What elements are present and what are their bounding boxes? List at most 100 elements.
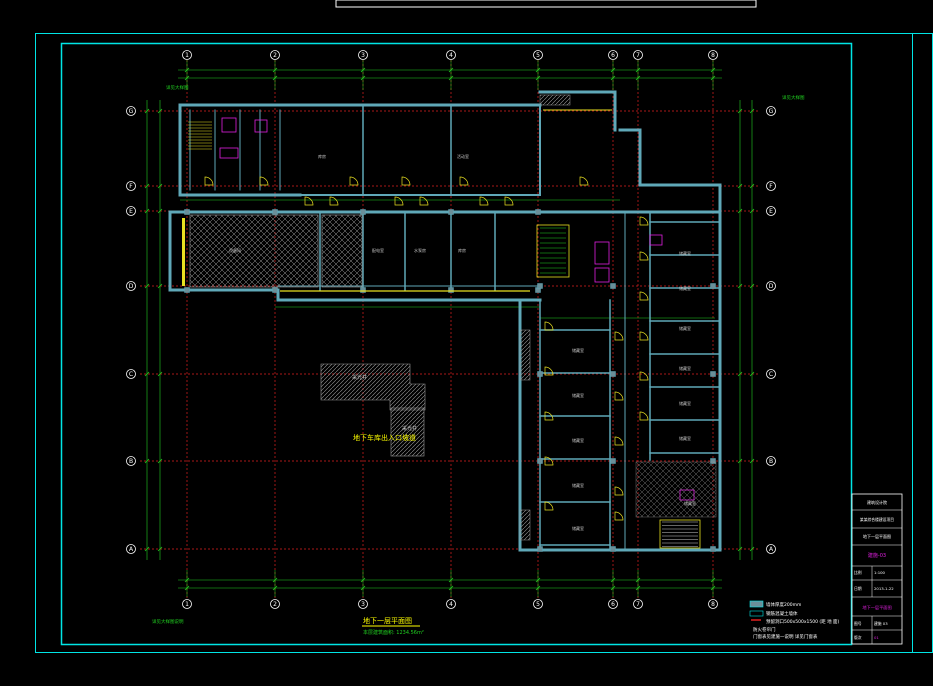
room-label-14: 储藏室 — [679, 365, 691, 371]
shaft-label-1: 采光井 — [352, 374, 367, 381]
dim-tick — [737, 183, 743, 189]
plan-subtitle: 本层建筑面积: 1234.56m² — [363, 629, 424, 636]
door-14 — [544, 501, 554, 511]
axis-bubble-left-G — [126, 106, 136, 116]
door-11 — [544, 366, 554, 376]
column-6 — [448, 209, 454, 215]
dim-tick — [749, 371, 755, 377]
room-label-5: 库房 — [458, 247, 466, 253]
room-label-16: 储藏室 — [679, 435, 691, 441]
door-23 — [639, 331, 649, 341]
tb-sheet: 建施 03 — [874, 621, 888, 626]
door-6 — [394, 196, 404, 206]
dim-tick — [737, 283, 743, 289]
tb-date-label: 日期 — [854, 586, 862, 591]
dim-tick — [157, 546, 163, 552]
dim-tick — [157, 183, 163, 189]
axis-label-right-C: C — [769, 371, 773, 378]
hatch-top — [539, 94, 571, 106]
door-8 — [479, 196, 489, 206]
axis-bubble-top-1 — [182, 50, 192, 60]
door-7 — [419, 196, 429, 206]
column-10 — [537, 283, 543, 289]
axis-label-top-2: 2 — [273, 52, 277, 59]
note-bottom-left: 详见大样图说明 — [152, 618, 184, 625]
door-symbols — [204, 176, 649, 521]
dim-tick — [749, 283, 755, 289]
axis-label-bottom-1: 1 — [185, 601, 189, 608]
tb-scale-label: 比例 — [854, 570, 862, 575]
axis-bubble-bottom-7 — [633, 599, 643, 609]
equipment-box-1 — [254, 119, 268, 133]
dim-tick — [144, 458, 150, 464]
legend-swatch-concrete — [749, 610, 764, 617]
axis-bubble-right-D — [766, 281, 776, 291]
legend-item-2: 钢筋混凝土墙体 — [766, 610, 798, 617]
room-label-12: 储藏室 — [679, 285, 691, 291]
axis-bubble-bottom-8 — [708, 599, 718, 609]
building-walls — [168, 90, 722, 552]
axis-label-right-A: A — [769, 546, 774, 553]
hatch-room-2 — [321, 214, 363, 288]
room-label-9: 储藏室 — [572, 482, 584, 488]
dim-tick — [144, 108, 150, 114]
column-12 — [710, 283, 716, 289]
stair-core-se — [659, 519, 701, 549]
door-16 — [614, 391, 624, 401]
room-label-2: 活动室 — [457, 153, 469, 159]
axis-bubble-right-A — [766, 544, 776, 554]
column-0 — [184, 209, 190, 215]
door-5 — [329, 196, 339, 206]
axis-bubble-right-F — [766, 181, 776, 191]
dim-tick — [737, 371, 743, 377]
dim-tick — [144, 283, 150, 289]
courtyard-label: 地下车库出入口坡道 — [353, 433, 416, 442]
door-15 — [614, 331, 624, 341]
hatched-areas — [182, 94, 717, 541]
door-9 — [504, 196, 514, 206]
yellow-strip — [182, 218, 185, 286]
dim-tick — [157, 458, 163, 464]
dimension-lines — [144, 60, 755, 597]
column-21 — [710, 546, 716, 552]
door-20 — [639, 216, 649, 226]
hatch-col — [519, 329, 531, 381]
dim-tick — [157, 371, 163, 377]
axis-grid-lines — [140, 60, 760, 600]
axis-label-right-F: F — [769, 183, 773, 190]
dim-tick — [157, 208, 163, 214]
room-label-17: 储藏室 — [684, 500, 696, 506]
top-sheet-edge — [335, 0, 757, 8]
dim-tick — [749, 208, 755, 214]
axis-label-top-4: 4 — [449, 52, 453, 59]
door-13 — [544, 456, 554, 466]
column-14 — [610, 371, 616, 377]
tb-date: 2013-1-22 — [874, 586, 894, 591]
axis-label-right-E: E — [769, 208, 773, 215]
room-label-4: 水泵房 — [414, 247, 426, 253]
tb-drawing-name: 地下一层平面图 — [863, 533, 891, 539]
dim-tick — [749, 546, 755, 552]
axis-bubble-top-3 — [358, 50, 368, 60]
axis-label-bottom-6: 6 — [611, 601, 615, 608]
axis-bubble-left-A — [126, 544, 136, 554]
column-4 — [360, 209, 366, 215]
axis-label-left-C: C — [129, 371, 133, 378]
tb-version-label: 版次 — [854, 635, 862, 640]
door-0 — [349, 176, 359, 186]
legend-item-5: 门窗表见建施一说明 详见门窗表 — [753, 633, 818, 640]
dim-tick — [737, 458, 743, 464]
door-22 — [639, 291, 649, 301]
dim-tick — [749, 108, 755, 114]
axis-bubble-bottom-3 — [358, 599, 368, 609]
axis-label-top-5: 5 — [536, 52, 540, 59]
column-2 — [272, 209, 278, 215]
axis-bubble-left-C — [126, 369, 136, 379]
room-label-1: 库房 — [318, 153, 326, 159]
axis-bubble-top-5 — [533, 50, 543, 60]
axis-label-top-1: 1 — [185, 52, 189, 59]
column-13 — [537, 371, 543, 377]
axis-label-left-F: F — [129, 183, 133, 190]
